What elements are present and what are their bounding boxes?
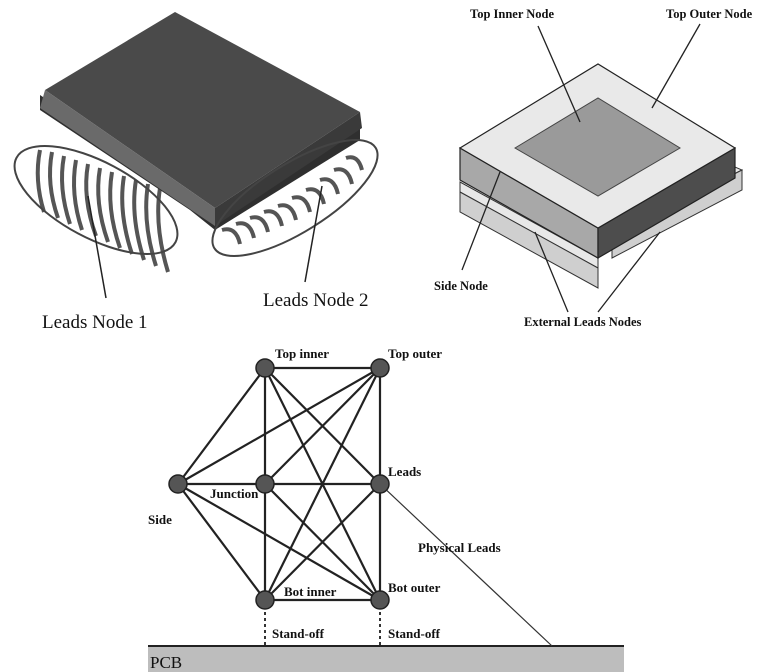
node-top-outer bbox=[370, 358, 390, 378]
leads-node-1-ellipse bbox=[13, 145, 179, 255]
node-side bbox=[168, 474, 188, 494]
block-model-illustration: Top Inner Node Top Outer Node Side Node … bbox=[434, 7, 753, 329]
qfp-chip-illustration: Leads Node 1 Leads Node 2 bbox=[13, 12, 379, 333]
chip-body-top bbox=[45, 12, 360, 208]
bot-outer-label: Bot outer bbox=[388, 580, 441, 595]
node-bot-outer bbox=[370, 590, 390, 610]
leads-node-2-label: Leads Node 2 bbox=[263, 290, 369, 311]
leads-label: Leads bbox=[388, 464, 421, 479]
leads-node-2-ellipse bbox=[211, 138, 379, 258]
external-leads-pointer-right bbox=[597, 231, 661, 313]
external-leads-nodes-label: External Leads Nodes bbox=[524, 315, 642, 329]
top-outer-pointer bbox=[651, 23, 701, 109]
chip-body-bevel bbox=[40, 90, 215, 226]
left-leads bbox=[35, 149, 170, 273]
leads-node-1-label: Leads Node 1 bbox=[42, 312, 148, 333]
node-leads bbox=[370, 474, 390, 494]
top-inner-label: Top inner bbox=[275, 346, 329, 361]
network-edges bbox=[177, 366, 382, 602]
bot-inner-label: Bot inner bbox=[284, 584, 337, 599]
external-leads-pointer-left bbox=[534, 231, 569, 313]
block-top-inner bbox=[514, 97, 681, 197]
node-bot-inner bbox=[255, 590, 275, 610]
top-inner-node-label: Top Inner Node bbox=[470, 7, 555, 21]
junction-label: Junction bbox=[210, 486, 259, 501]
network-nodes bbox=[168, 358, 390, 610]
standoff-right-label: Stand-off bbox=[388, 626, 441, 641]
node-top-inner bbox=[255, 358, 275, 378]
standoff-left-label: Stand-off bbox=[272, 626, 325, 641]
side-label: Side bbox=[148, 512, 172, 527]
right-leads bbox=[221, 155, 364, 245]
pcb-board bbox=[148, 646, 624, 672]
thermal-network: PCB bbox=[148, 346, 624, 672]
side-node-label: Side Node bbox=[434, 279, 488, 293]
pcb-label: PCB bbox=[150, 653, 182, 672]
top-outer-label: Top outer bbox=[388, 346, 442, 361]
leads-node-2-pointer bbox=[304, 185, 323, 283]
physical-leads-label: Physical Leads bbox=[418, 540, 501, 555]
side-node-pointer bbox=[461, 171, 501, 271]
external-lead-left-front bbox=[459, 191, 599, 289]
node-junction bbox=[255, 474, 275, 494]
chip-body-bevel-right bbox=[215, 112, 362, 226]
top-inner-pointer bbox=[537, 25, 581, 123]
leads-node-1-pointer bbox=[87, 195, 107, 299]
top-outer-node-label: Top Outer Node bbox=[666, 7, 753, 21]
physical-leads-line bbox=[379, 483, 553, 647]
